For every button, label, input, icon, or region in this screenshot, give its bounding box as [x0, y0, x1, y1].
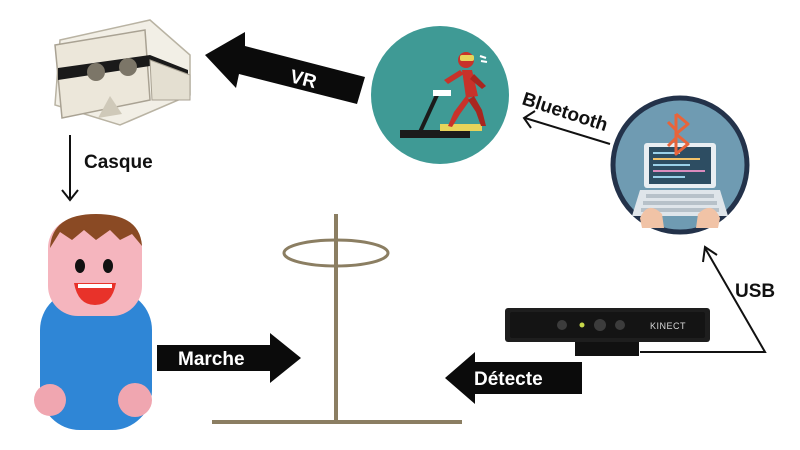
avatar-hand-right	[118, 383, 152, 417]
typing-hands	[640, 207, 664, 228]
usb-cable	[640, 247, 767, 353]
casque-arrow-head	[61, 189, 79, 202]
marche-arrow: Marche	[157, 333, 301, 383]
kinect-lens-1	[557, 320, 567, 330]
avatar-mouth	[74, 283, 116, 305]
marche-arrow-shape	[157, 333, 301, 383]
bluetooth-arrow-head	[522, 110, 536, 129]
marche-label: Marche	[178, 349, 245, 370]
kinect-lens-2	[594, 319, 606, 331]
kinect-led	[579, 322, 585, 328]
avatar-hair	[50, 214, 142, 248]
detecte-arrow-shape	[445, 352, 582, 404]
avatar-hand-left	[34, 384, 66, 416]
headset-lens-left	[87, 63, 105, 81]
bluetooth-arrow-line	[524, 117, 611, 145]
runner-circle	[371, 26, 509, 164]
kinect-sensor: KINECT	[505, 308, 710, 356]
usb-label: USB	[735, 281, 775, 302]
usb-connector: USB	[640, 245, 775, 353]
treadmill-rail	[418, 94, 439, 133]
runner-figure	[444, 52, 486, 127]
vr-headset	[54, 19, 191, 126]
avatar-head	[48, 218, 142, 316]
headset-lens-right	[119, 58, 137, 76]
user-avatar	[34, 214, 152, 430]
avatar-eye-left	[75, 259, 85, 273]
avatar-eye-right	[103, 259, 113, 273]
kinect-face	[510, 312, 705, 338]
bluetooth-icon	[666, 112, 690, 156]
treadmill-belt	[400, 130, 470, 138]
casque-connector: Casque	[61, 135, 153, 202]
treadmill-deck	[440, 124, 482, 131]
kinect-brand: KINECT	[650, 321, 686, 331]
usb-arrow-head	[702, 245, 718, 263]
bluetooth-label: Bluetooth	[519, 89, 610, 136]
detecte-arrow: Détecte	[445, 352, 582, 404]
treadmill-frame	[212, 214, 462, 424]
laptop-circle	[610, 95, 750, 235]
kinect-stand	[575, 342, 639, 356]
kinect-lens-3	[615, 320, 625, 330]
casque-label: Casque	[84, 152, 153, 173]
frame-ring	[282, 238, 390, 268]
detecte-label: Détecte	[474, 369, 543, 390]
vr-arrow: VR	[205, 32, 365, 104]
bluetooth-connector: Bluetooth	[519, 89, 611, 145]
keyboard-keys	[641, 194, 719, 212]
vr-arrow-shape	[205, 32, 365, 104]
headset-side-block	[149, 59, 191, 101]
treadmill-console	[433, 90, 451, 96]
headset-nose-cut	[98, 96, 122, 118]
sweat-drops	[479, 55, 488, 63]
